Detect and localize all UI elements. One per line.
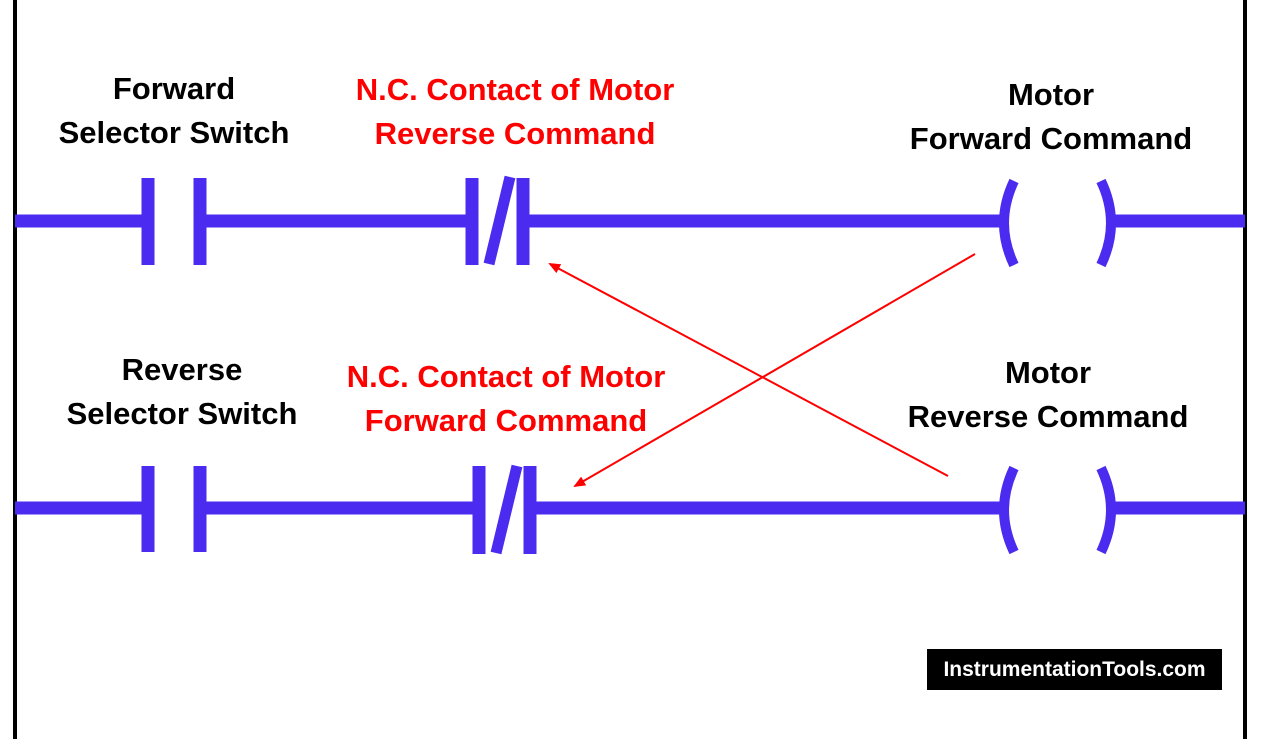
rung-2 <box>15 464 1245 555</box>
nc-contact-reverse-label: N.C. Contact of Motor Reverse Command <box>355 72 675 151</box>
watermark: InstrumentationTools.com <box>927 649 1222 690</box>
nc-contact-icon <box>465 175 530 266</box>
no-contact-icon <box>141 178 207 265</box>
nc-contact-icon <box>472 464 537 555</box>
forward-selector-switch-label: Forward Selector Switch <box>58 71 290 150</box>
arrow-icon <box>573 253 976 488</box>
no-contact-icon <box>141 466 207 552</box>
rung-1 <box>15 175 1245 268</box>
arrow-icon <box>548 263 949 477</box>
motor-reverse-command-label: Motor Reverse Command <box>907 355 1189 434</box>
nc-contact-forward-label: N.C. Contact of Motor Forward Command <box>346 359 666 438</box>
motor-forward-command-label: Motor Forward Command <box>909 77 1193 156</box>
coil-icon <box>999 178 1116 268</box>
coil-icon <box>999 465 1116 555</box>
reverse-selector-switch-label: Reverse Selector Switch <box>66 352 298 431</box>
